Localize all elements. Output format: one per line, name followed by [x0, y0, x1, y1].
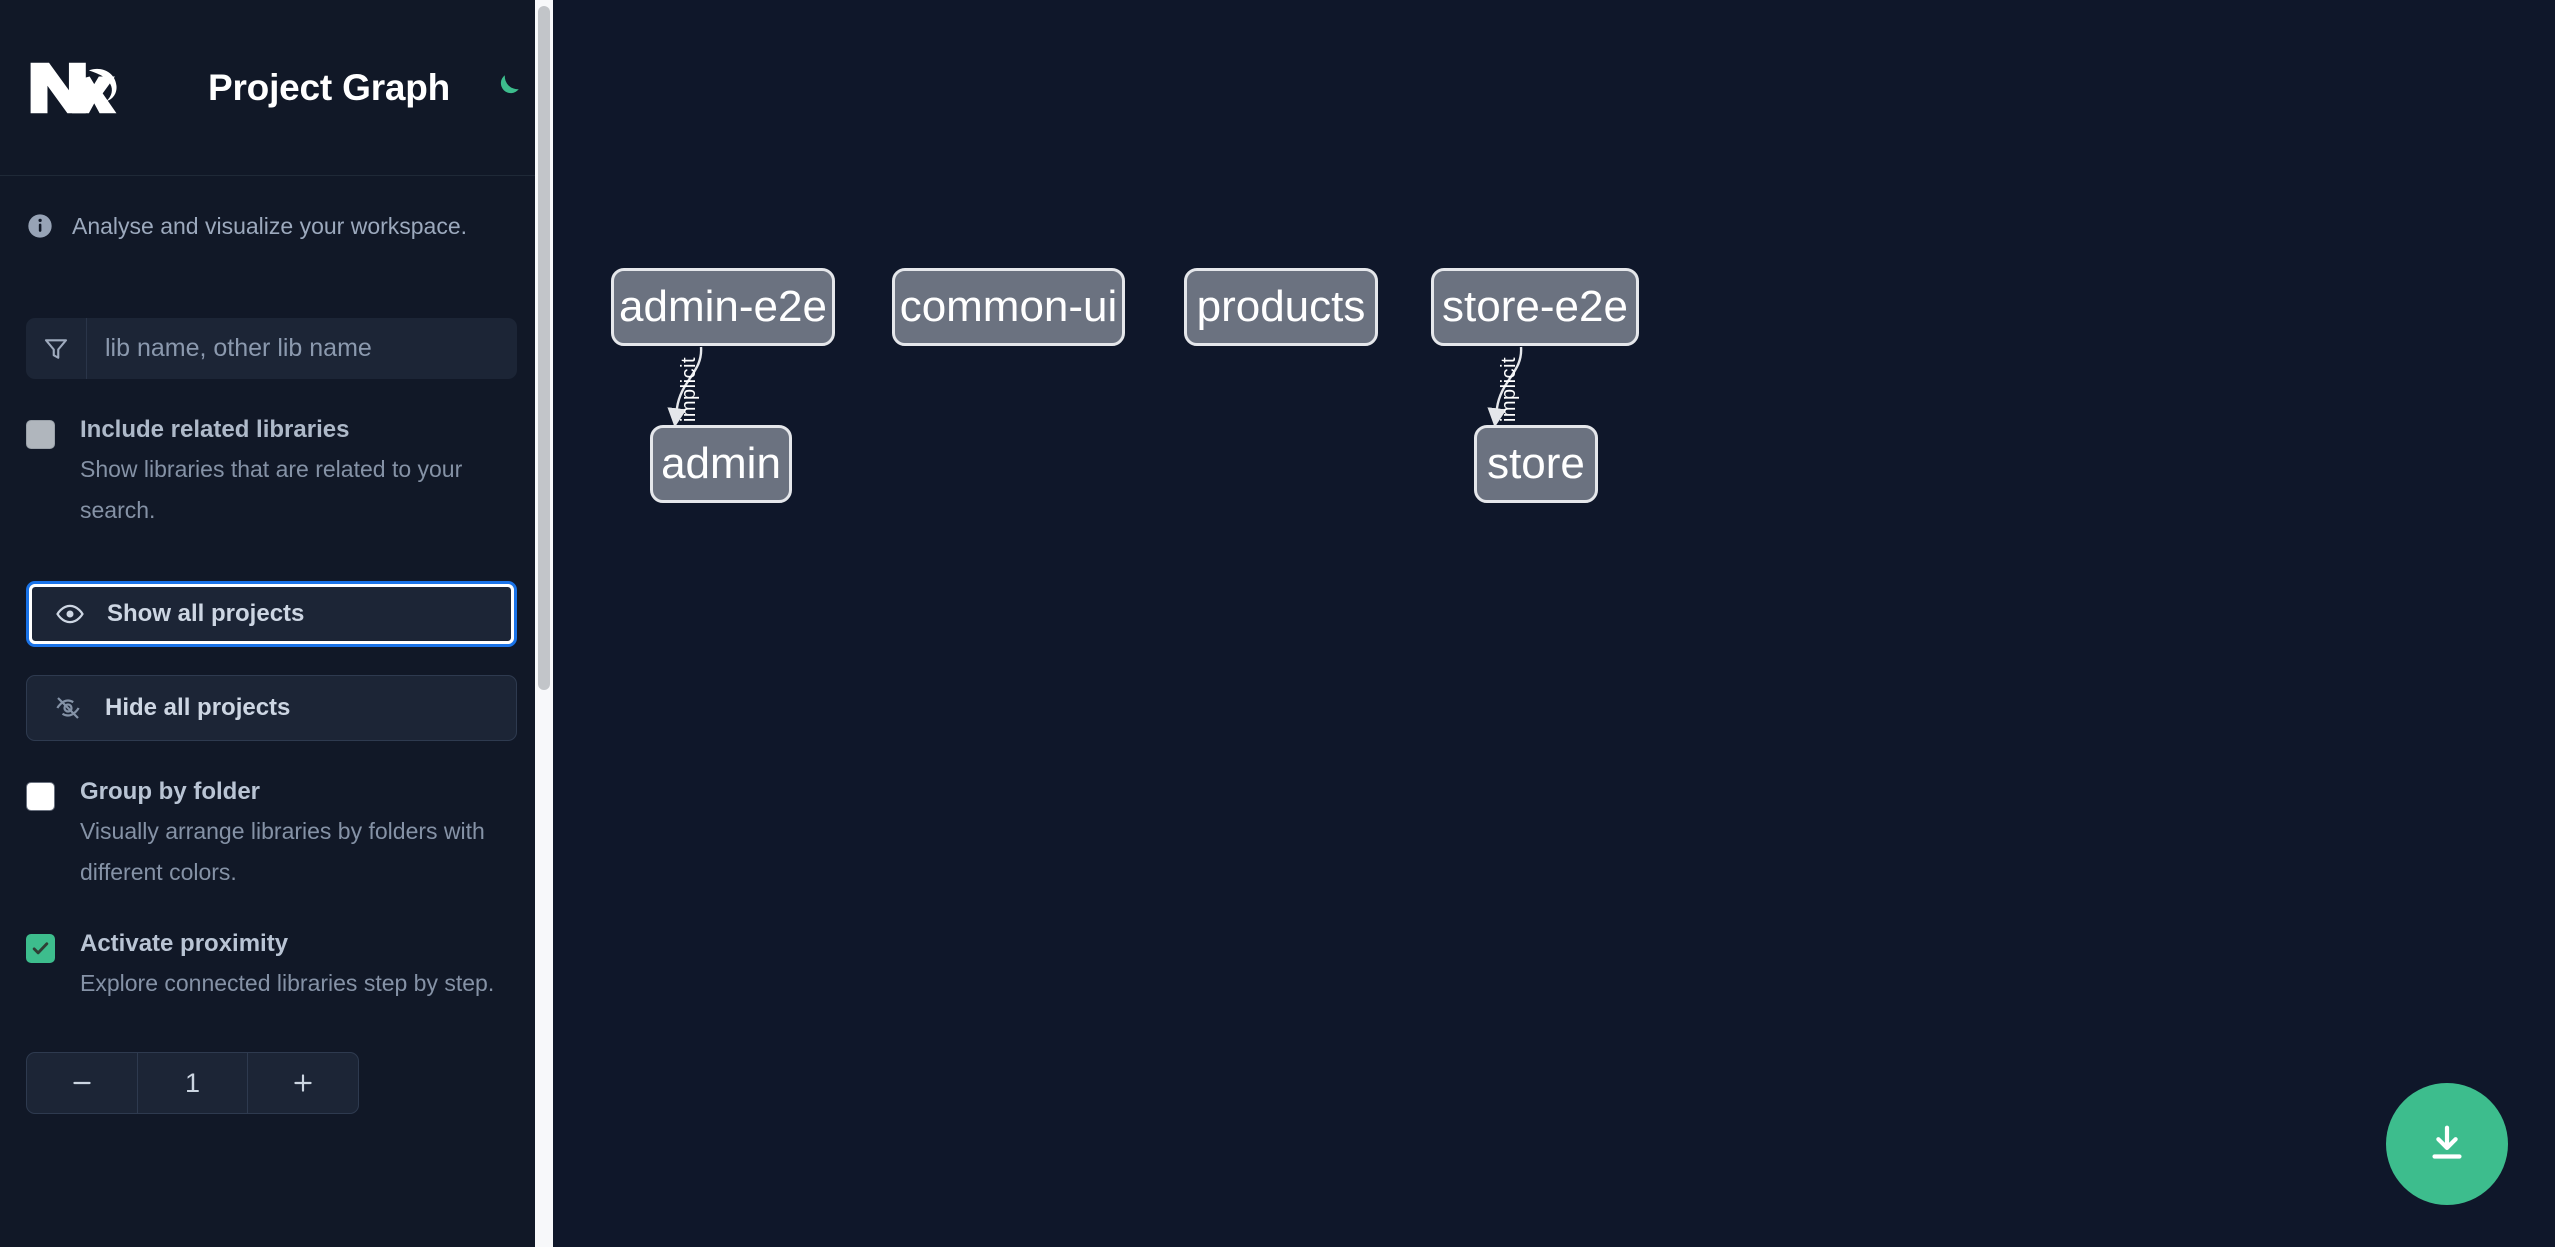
include-related-libraries-description: Show libraries that are related to your …: [80, 456, 463, 523]
proximity-decrement-button[interactable]: [27, 1053, 137, 1113]
graph-node-label: common-ui: [899, 282, 1118, 331]
nx-logo-icon: [26, 58, 118, 118]
activate-proximity-description: Explore connected libraries step by step…: [80, 970, 495, 996]
sidebar-scrollbar-thumb[interactable]: [538, 6, 550, 690]
show-all-projects-label: Show all projects: [107, 600, 305, 627]
graph-node-admin-e2e[interactable]: admin-e2e: [611, 268, 835, 346]
include-related-libraries-label: Include related libraries: [80, 416, 350, 443]
eye-off-icon: [53, 693, 83, 723]
graph-node-label: products: [1196, 282, 1366, 331]
group-by-folder-checkbox[interactable]: [26, 782, 55, 811]
option-group-by-folder[interactable]: Group by folder Visually arrange librari…: [0, 777, 553, 893]
sidebar: Project Graph Analyse and visualize your…: [0, 0, 553, 1247]
proximity-stepper: 1: [26, 1052, 359, 1114]
graph-edge-label-admin: implicit: [678, 356, 701, 423]
proximity-stepper-wrap: 1: [0, 1052, 553, 1114]
option-activate-proximity[interactable]: Activate proximity Explore connected lib…: [0, 929, 553, 1004]
projects-button-group: Show all projects Hide all projects: [0, 581, 553, 741]
group-by-folder-description: Visually arrange libraries by folders wi…: [80, 818, 485, 885]
download-icon: [2432, 1125, 2462, 1159]
filter-funnel-icon[interactable]: [26, 318, 87, 379]
include-related-libraries-checkbox[interactable]: [26, 420, 55, 449]
graph-edge-label-store: implicit: [1498, 356, 1521, 423]
graph-node-label: store-e2e: [1442, 282, 1628, 331]
info-icon: [26, 212, 54, 240]
download-graph-button[interactable]: [2386, 1083, 2508, 1205]
moon-icon[interactable]: [486, 68, 526, 108]
graph-edges: [667, 346, 1523, 428]
info-text: Analyse and visualize your workspace.: [72, 212, 468, 239]
page-title: Project Graph: [208, 66, 451, 108]
graph-canvas[interactable]: admin-e2e common-ui products store-e2e a…: [553, 0, 2555, 1247]
sidebar-scrollbar-track[interactable]: [535, 0, 553, 1247]
graph-node-label: admin-e2e: [619, 282, 827, 331]
group-by-folder-label: Group by folder: [80, 778, 260, 805]
proximity-increment-button[interactable]: [248, 1053, 358, 1113]
graph-node-admin[interactable]: admin: [650, 425, 792, 503]
eye-icon: [55, 599, 85, 629]
graph-node-label: store: [1487, 439, 1585, 488]
hide-all-projects-button[interactable]: Hide all projects: [26, 675, 517, 741]
graph-node-store[interactable]: store: [1474, 425, 1598, 503]
graph-node-products[interactable]: products: [1184, 268, 1378, 346]
graph-node-common-ui[interactable]: common-ui: [892, 268, 1125, 346]
sidebar-header: Project Graph: [0, 0, 553, 176]
hide-all-projects-label: Hide all projects: [105, 694, 291, 721]
graph-node-store-e2e[interactable]: store-e2e: [1431, 268, 1639, 346]
show-all-projects-button[interactable]: Show all projects: [26, 581, 517, 647]
proximity-value[interactable]: 1: [136, 1053, 249, 1113]
graph-node-label: admin: [661, 439, 781, 488]
activate-proximity-checkbox[interactable]: [26, 934, 55, 963]
search-input[interactable]: [87, 318, 517, 379]
activate-proximity-label: Activate proximity: [80, 930, 289, 957]
info-banner: Analyse and visualize your workspace.: [0, 176, 553, 240]
option-include-related-libraries[interactable]: Include related libraries Show libraries…: [0, 415, 553, 531]
search-bar: [26, 318, 517, 379]
